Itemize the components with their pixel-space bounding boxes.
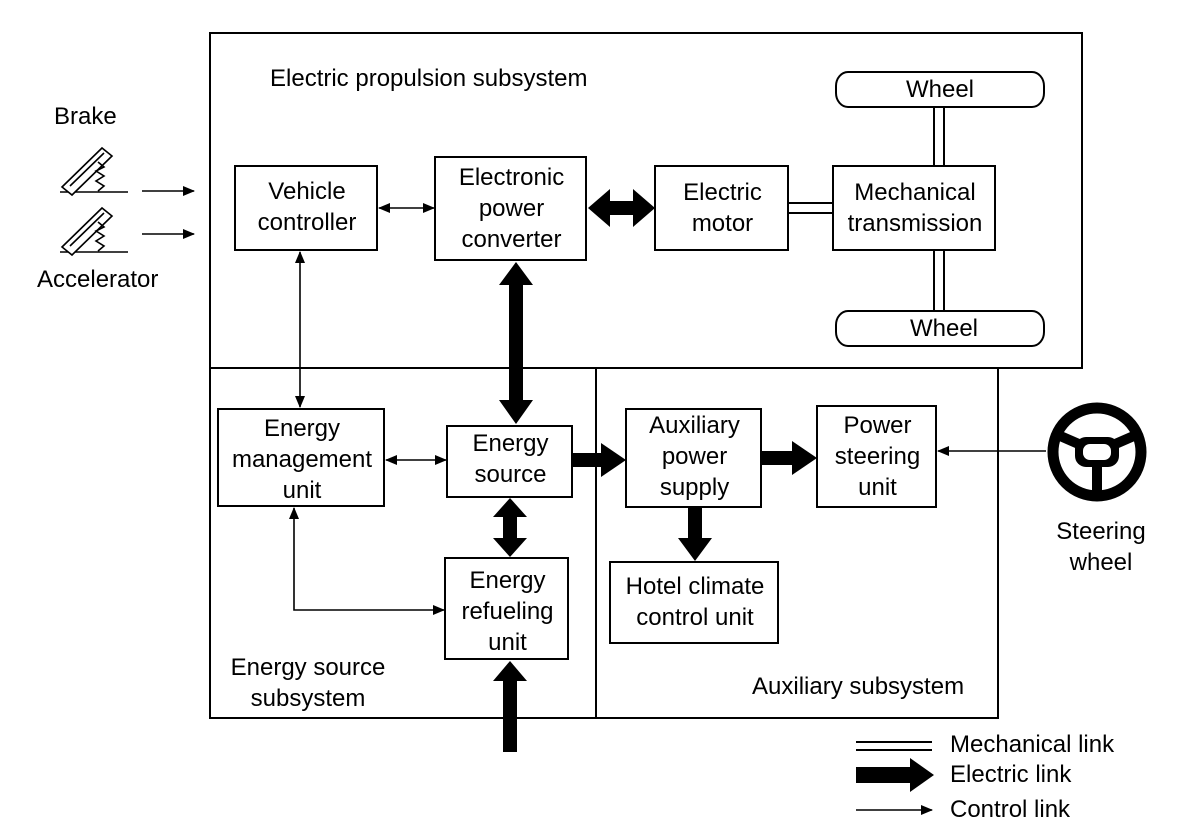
- energy-mgmt-label: Energy management unit: [218, 413, 386, 506]
- power-converter-label: Electronic power converter: [435, 162, 588, 255]
- power-converter-label-line: converter: [461, 226, 562, 253]
- auxiliary-subsystem-title: Auxiliary subsystem: [752, 673, 965, 700]
- legend-mechanical-symbol: [856, 741, 932, 751]
- energy-source-box: [446, 425, 573, 498]
- mech-transmission-label: Mechanical transmission: [833, 177, 997, 239]
- power-converter-label-line: power: [478, 195, 545, 222]
- energy-source-subsystem-title: Energy source subsystem: [212, 652, 404, 714]
- wheel-top-label: Wheel: [905, 76, 975, 103]
- energy-source-subsystem-title-line: subsystem: [250, 685, 366, 712]
- energy-refuel-label-line: Energy: [469, 567, 546, 594]
- electric-motor-label: Electric motor: [655, 177, 790, 239]
- energy-mgmt-box: [217, 408, 385, 507]
- vehicle-controller-box: [234, 165, 378, 251]
- vehicle-controller-label: Vehicle controller: [235, 176, 379, 238]
- energy-mgmt-label-line: unit: [282, 477, 322, 504]
- wheel-bottom-label: Wheel: [909, 315, 979, 342]
- aux-power-label: Auxiliary power supply: [626, 410, 763, 503]
- accelerator-label: Accelerator: [37, 266, 159, 293]
- hotel-climate-label-line: control unit: [636, 604, 754, 631]
- power-steering-label-line: unit: [858, 474, 897, 501]
- aux-power-label-line: Auxiliary: [649, 412, 740, 439]
- control-links: [142, 186, 1046, 615]
- energy-mgmt-label-line: Energy: [263, 415, 341, 442]
- energy-source-subsystem-title-line: Energy source: [230, 654, 386, 681]
- legend-electric-symbol: [856, 758, 934, 792]
- aux-power-label-line: supply: [659, 474, 730, 501]
- power-steering-box: [816, 405, 937, 508]
- energy-refuel-label: Energy refueling unit: [445, 565, 570, 658]
- auxiliary-subsystem-frame: [595, 367, 999, 719]
- wheel-top-shape: [835, 71, 1045, 108]
- vehicle-controller-label-line: controller: [257, 209, 357, 236]
- energy-source-label-line: Energy: [472, 430, 549, 457]
- aux-power-label-line: power: [661, 443, 728, 470]
- electric-links: [493, 189, 817, 752]
- energy-mgmt-label-line: management: [231, 446, 373, 473]
- vehicle-controller-label-line: Vehicle: [268, 178, 346, 205]
- wheel-bottom-shape: [835, 310, 1045, 347]
- legend-control-label: Control link: [950, 796, 1071, 823]
- energy-refuel-label-line: unit: [488, 629, 527, 656]
- power-steering-label-line: Power: [843, 412, 912, 439]
- propulsion-subsystem-title: Electric propulsion subsystem: [270, 65, 588, 92]
- electric-motor-label-line: motor: [691, 210, 754, 237]
- hotel-climate-box: [609, 561, 779, 644]
- power-converter-label-line: Electronic: [458, 164, 565, 191]
- accelerator-pedal-icon: [60, 206, 128, 257]
- electric-motor-label-line: Electric: [683, 179, 762, 206]
- mech-transmission-label-line: Mechanical: [854, 179, 976, 206]
- steering-wheel-icon: [1047, 402, 1147, 502]
- energy-source-label-line: source: [474, 461, 547, 488]
- hotel-climate-label: Hotel climate control unit: [610, 571, 780, 633]
- brake-pedal-icon: [60, 146, 128, 197]
- legend-mechanical-label: Mechanical link: [950, 731, 1115, 758]
- mechanical-links: [788, 107, 945, 311]
- brake-label: Brake: [54, 103, 117, 130]
- mech-transmission-label-line: transmission: [847, 210, 983, 237]
- steering-wheel-label-line: Steering: [1056, 518, 1146, 545]
- energy-source-label: Energy source: [447, 428, 574, 490]
- legend-electric-label: Electric link: [950, 761, 1072, 788]
- energy-refuel-label-line: refueling: [461, 598, 554, 625]
- mech-transmission-box: [832, 165, 996, 251]
- hotel-climate-label-line: Hotel climate: [625, 573, 765, 600]
- steering-wheel-label-line: wheel: [1069, 549, 1133, 576]
- power-converter-box: [434, 156, 587, 261]
- power-steering-label: Power steering unit: [817, 410, 938, 503]
- power-steering-label-line: steering: [834, 443, 921, 470]
- electric-motor-box: [654, 165, 789, 251]
- steering-wheel-label: Steering wheel: [1040, 516, 1162, 578]
- energy-refuel-box: [444, 557, 569, 660]
- aux-power-box: [625, 408, 762, 508]
